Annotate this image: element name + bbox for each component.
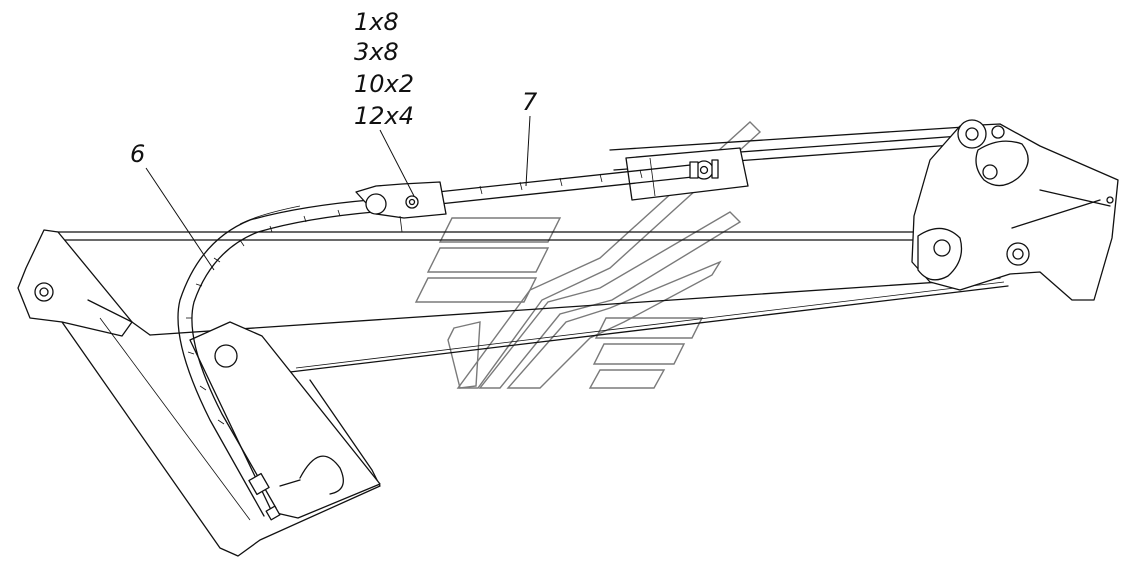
- kit-item-2: 3x8: [354, 38, 399, 66]
- pipe-part-7: [355, 159, 719, 233]
- callout-label-7: 7: [522, 88, 538, 116]
- callout-label-6: 6: [130, 140, 145, 168]
- boom-head-right: [911, 119, 1119, 301]
- kit-item-1: 1x8: [354, 8, 399, 36]
- callout-part-7: 7: [522, 88, 538, 187]
- kit-item-3: 10x2: [354, 70, 414, 98]
- boom-foot-left: [17, 229, 381, 557]
- kit-list-callout: 1x8 3x8 10x2 12x4: [354, 8, 415, 197]
- boom-body: [55, 125, 1009, 373]
- callout-part-6: 6: [130, 140, 215, 271]
- kit-item-4: 12x4: [354, 102, 414, 130]
- hose-part-6: [177, 199, 375, 521]
